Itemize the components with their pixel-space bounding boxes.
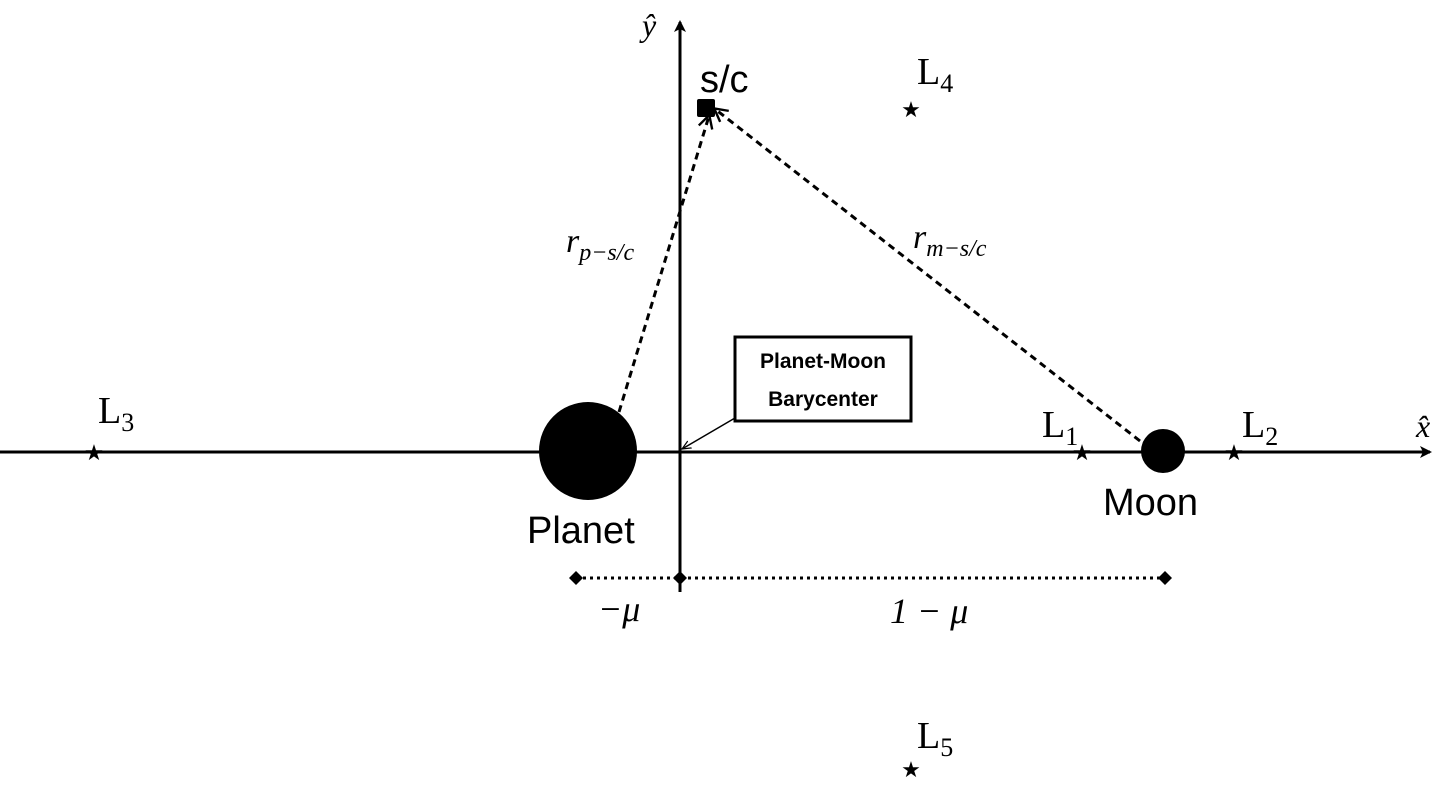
lagrange-point-l5: ★ L5 [901,715,953,782]
lagrange-point-l4: ★ L4 [901,51,953,122]
planet-label: Planet [527,510,635,552]
moon-distance-marker [1158,571,1172,585]
l4-star-icon: ★ [901,97,921,122]
l1-label: L1 [1042,404,1078,451]
origin-distance-marker [673,571,687,585]
barycenter-label-line2: Barycenter [768,388,878,411]
spacecraft-label: s/c [700,59,749,101]
moon-to-sc-label: rm−s/c [913,219,987,262]
l5-star-icon: ★ [901,757,921,782]
l3-label: L3 [98,390,134,437]
lagrange-point-l1: ★ L1 [1042,404,1092,465]
l1-star-icon: ★ [1072,440,1092,465]
moon-to-sc-vector [715,109,1141,443]
barycenter-box [733,335,913,423]
l5-label: L5 [917,715,953,762]
lagrange-point-l3: ★ L3 [84,390,134,465]
l4-label: L4 [917,51,953,98]
planet-distance-label: −μ [598,589,640,629]
barycenter-label-line1: Planet-Moon [760,350,886,373]
planet-distance-marker [569,571,583,585]
moon-body [1141,429,1185,473]
l3-star-icon: ★ [84,440,104,465]
planet-body [539,402,637,500]
moon-label: Moon [1103,482,1198,524]
planet-to-sc-vector [617,116,709,413]
l2-label: L2 [1242,404,1278,451]
l2-star-icon: ★ [1224,440,1244,465]
y-axis-label: ŷ [639,7,657,43]
spacecraft-marker [697,99,715,117]
barycenter-pointer [682,417,736,449]
moon-distance-label: 1 − μ [890,591,968,631]
planet-to-sc-label: rp−s/c [566,223,634,266]
lagrange-point-l2: ★ L2 [1224,404,1278,465]
x-axis-label: x̂ [1415,408,1430,444]
